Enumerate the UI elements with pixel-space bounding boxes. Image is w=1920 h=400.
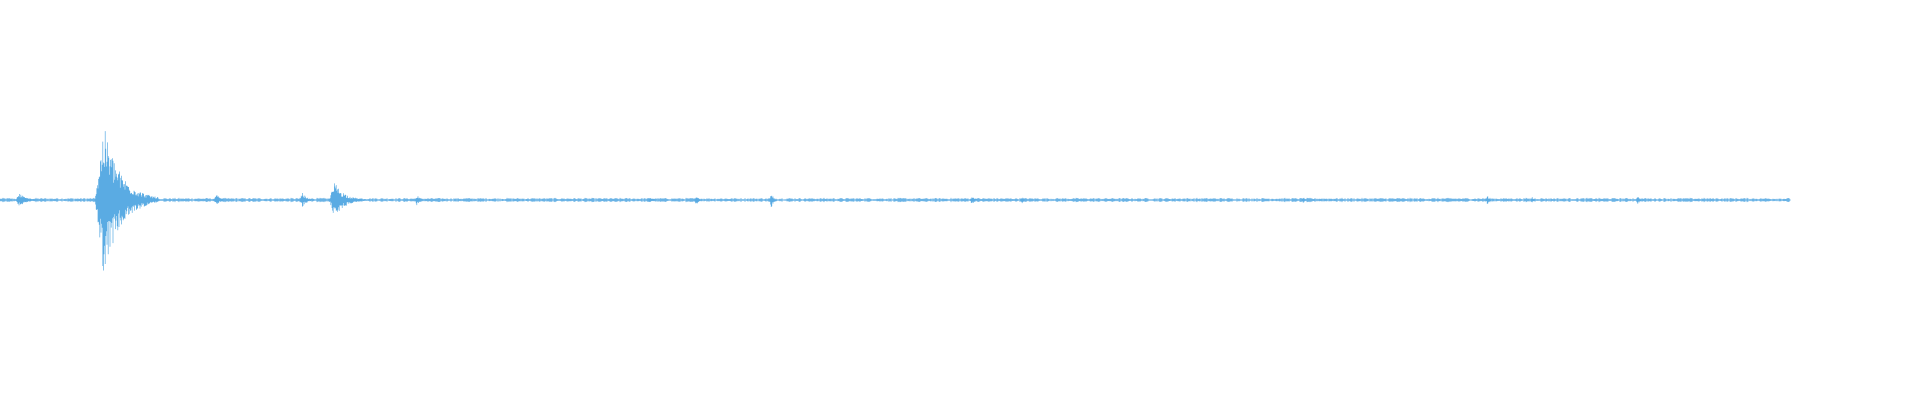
waveform-burst	[328, 183, 368, 213]
waveform-burst	[969, 197, 982, 203]
waveform-burst	[1635, 197, 1646, 204]
waveform-burst	[646, 198, 668, 202]
waveform-burst	[15, 194, 43, 206]
waveform-burst	[299, 193, 318, 207]
waveform-burst	[415, 196, 425, 206]
waveform-burst	[1020, 197, 1028, 204]
waveform-burst	[1530, 197, 1538, 203]
waveform-burst	[214, 195, 229, 204]
waveform-noise	[0, 197, 1791, 203]
waveform-burst	[1485, 196, 1496, 204]
waveform-burst	[94, 131, 159, 271]
waveform-burst	[694, 197, 704, 204]
waveform-burst	[769, 195, 779, 207]
